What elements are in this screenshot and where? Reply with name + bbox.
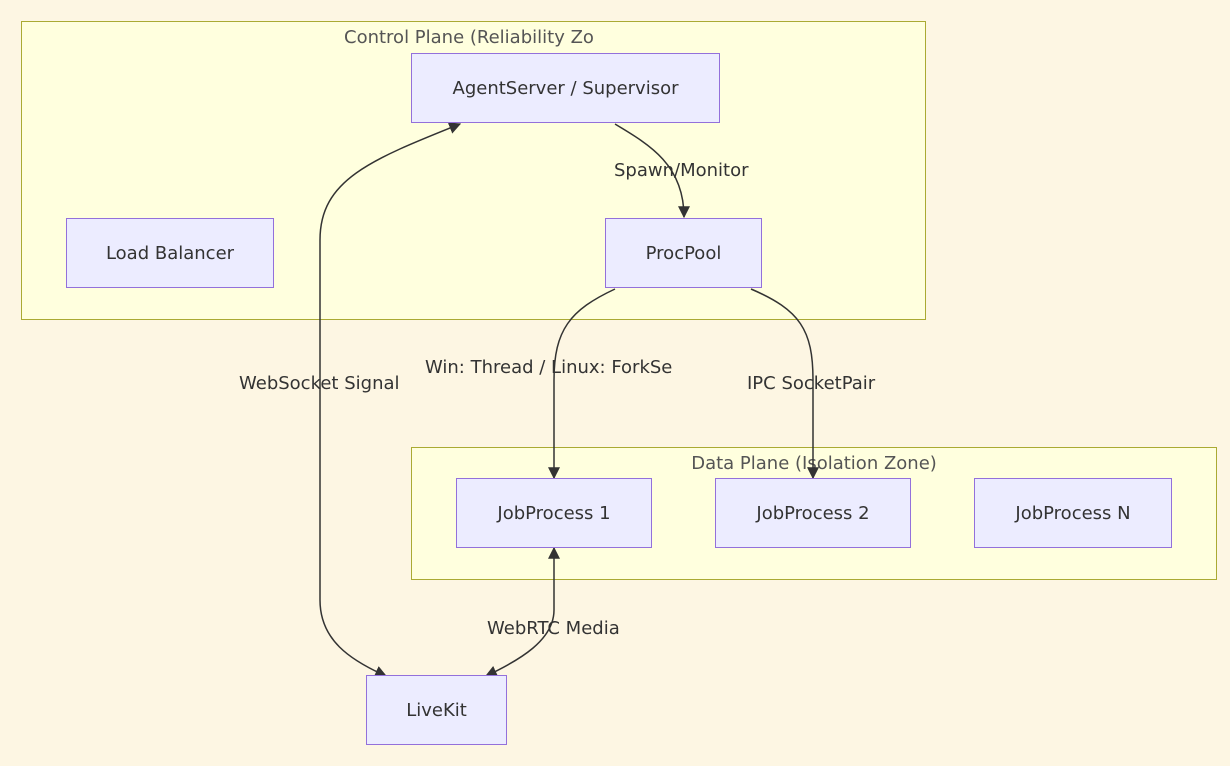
edge-ipc-socketpair [750,288,819,480]
edge-websocket-signal [319,122,462,678]
node-livekit[interactable]: LiveKit [366,675,507,745]
node-proc-pool[interactable]: ProcPool [605,218,762,288]
node-job-process-n[interactable]: JobProcess N [974,478,1172,548]
edge-label-webrtc-media: WebRTC Media [487,618,620,639]
node-job-process-2[interactable]: JobProcess 2 [715,478,911,548]
edge-label-win-thread: Win: Thread / Linux: ForkSe [425,357,673,378]
node-agent-server[interactable]: AgentServer / Supervisor [411,53,720,123]
edge-spawn-monitor [614,123,690,219]
data-plane-title: Data Plane (Isolation Zone) [691,453,937,474]
edge-label-ipc-socketpair: IPC SocketPair [747,373,876,394]
node-job-process-1[interactable]: JobProcess 1 [456,478,652,548]
edge-label-spawn-monitor: Spawn/Monitor [614,160,749,181]
edge-label-websocket-signal: WebSocket Signal [239,373,400,394]
node-load-balancer[interactable]: Load Balancer [66,218,274,288]
edge-webrtc-media [484,546,560,677]
edge-win-thread [548,288,616,480]
control-plane-title: Control Plane (Reliability Zo [344,27,594,48]
